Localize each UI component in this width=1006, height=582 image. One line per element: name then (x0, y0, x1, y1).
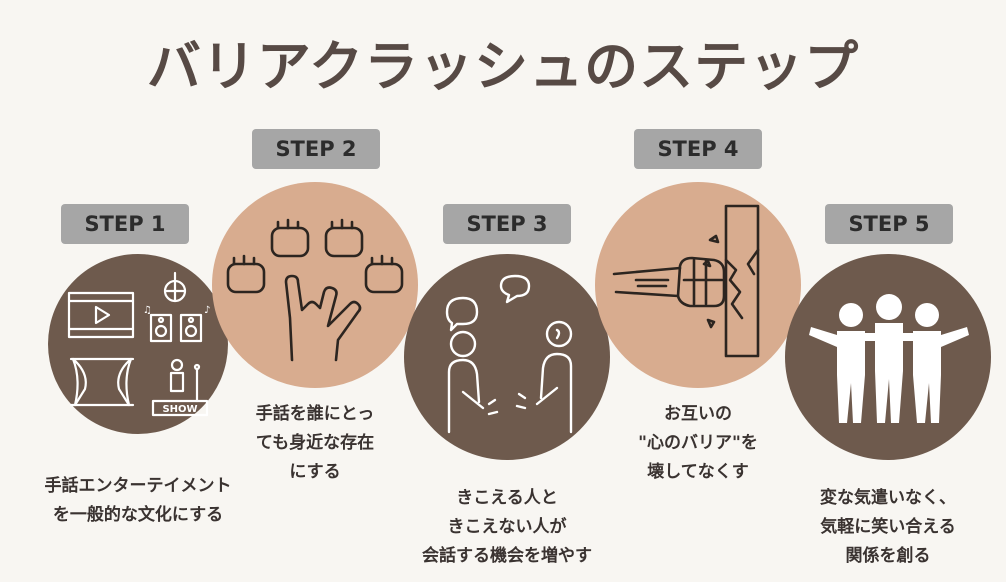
step-1-label: STEP 1 (61, 204, 189, 244)
svg-text:♫: ♫ (143, 305, 152, 316)
step-4-line-1: お互いの (664, 404, 732, 424)
step-5-line-2: 気軽に笑い合える (820, 517, 956, 537)
step-3-description: きこえる人と きこえない人が 会話する機会を増やす (397, 484, 617, 571)
entertainment-icon: ♪ ♫ SHOW (67, 271, 210, 417)
page-title: バリアクラッシュのステップ (146, 35, 860, 98)
step-5-description: 変な気遣いなく、 気軽に笑い合える 関係を創る (778, 484, 998, 571)
step-5-circle (785, 254, 991, 460)
step-4-label: STEP 4 (634, 129, 762, 169)
step-1-line-2: を一般的な文化にする (52, 505, 224, 525)
step-3-line-3: 会話する機会を増やす (422, 546, 592, 566)
step-3-line-1: きこえる人と (456, 488, 558, 508)
svg-text:♪: ♪ (204, 305, 210, 316)
fist-breaking-wall-icon (612, 204, 760, 358)
step-4-description: お互いの "心のバリア"を 壊してなくす (608, 400, 788, 487)
step-3-line-2: きこえない人が (447, 517, 567, 537)
step-5-line-3: 関係を創る (845, 546, 931, 566)
step-2-label: STEP 2 (252, 129, 380, 169)
step-2-line-2: ても身近な存在 (255, 433, 375, 453)
step-2-line-1: 手話を誰にとっ (255, 404, 375, 424)
step-4-line-2: "心のバリア"を (638, 433, 758, 453)
step-3-circle (404, 254, 610, 460)
group-hug-icon (809, 294, 969, 423)
step-1-description: 手話エンターテイメント を一般的な文化にする (18, 472, 258, 530)
step-5-label: STEP 5 (825, 204, 953, 244)
step-3-label: STEP 3 (443, 204, 571, 244)
step-2-circle (212, 182, 418, 388)
step-1-line-1: 手話エンターテイメント (44, 476, 232, 496)
show-sign-text: SHOW (162, 404, 197, 415)
step-2-description: 手話を誰にとっ ても身近な存在 にする (225, 400, 405, 487)
sign-language-hands-icon (226, 218, 404, 362)
step-4-line-3: 壊してなくす (647, 462, 749, 482)
step-1-circle: ♪ ♫ SHOW (48, 254, 228, 434)
step-2-line-3: にする (289, 462, 341, 482)
step-4-circle (595, 182, 801, 388)
conversation-people-icon (445, 274, 573, 434)
step-5-line-1: 変な気遣いなく、 (820, 488, 956, 508)
